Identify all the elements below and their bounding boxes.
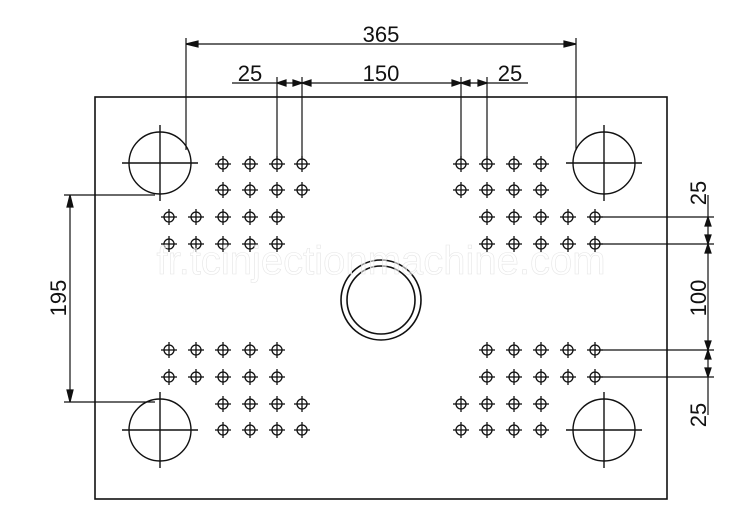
mounting-hole: [242, 422, 258, 438]
mounting-hole: [161, 369, 177, 385]
mounting-hole: [453, 422, 469, 438]
mounting-hole: [533, 209, 549, 225]
mounting-hole: [188, 369, 204, 385]
mounting-hole: [269, 422, 285, 438]
mounting-hole: [560, 209, 576, 225]
mounting-hole: [269, 396, 285, 412]
mounting-hole: [161, 209, 177, 225]
mounting-hole: [242, 209, 258, 225]
tie-bar-hole-bottom-right: [566, 392, 642, 468]
mounting-hole: [506, 236, 522, 252]
tie-bar-hole-top-right: [566, 125, 642, 201]
mounting-hole: [188, 342, 204, 358]
mounting-hole: [242, 396, 258, 412]
mounting-hole: [533, 156, 549, 172]
dim-top-overall: 365: [363, 22, 400, 47]
mounting-hole: [242, 182, 258, 198]
mounting-hole: [453, 182, 469, 198]
mounting-hole: [560, 342, 576, 358]
dim-right-center: 100: [686, 280, 711, 317]
mounting-hole: [161, 342, 177, 358]
platen-outline: [94, 96, 668, 500]
mounting-hole-grid: [161, 156, 603, 438]
mounting-hole: [533, 369, 549, 385]
mounting-hole: [533, 396, 549, 412]
dim-top-right-pitch: 25: [498, 61, 522, 86]
mounting-hole: [479, 182, 495, 198]
mounting-hole: [506, 396, 522, 412]
mounting-hole: [533, 422, 549, 438]
mounting-hole: [188, 236, 204, 252]
mounting-hole: [479, 369, 495, 385]
mounting-hole: [215, 209, 231, 225]
dim-left-vertical: 195: [46, 280, 71, 317]
mounting-hole: [215, 236, 231, 252]
mounting-hole: [533, 182, 549, 198]
dim-right-bottom-pitch: 25: [686, 403, 711, 427]
mounting-hole: [533, 342, 549, 358]
mounting-hole: [215, 369, 231, 385]
mounting-hole: [188, 209, 204, 225]
center-locating-ring: [340, 259, 422, 341]
mounting-hole: [242, 236, 258, 252]
mounting-hole: [479, 209, 495, 225]
mounting-hole: [215, 422, 231, 438]
mounting-hole: [161, 236, 177, 252]
tie-bar-hole-top-left: [122, 125, 198, 201]
dim-right-top-pitch: 25: [686, 181, 711, 205]
mounting-hole: [269, 182, 285, 198]
mounting-hole: [242, 342, 258, 358]
mounting-hole: [506, 422, 522, 438]
tie-bar-holes: [122, 125, 642, 468]
mounting-hole: [560, 236, 576, 252]
mounting-hole: [215, 182, 231, 198]
dimension-lines: [64, 38, 714, 415]
mounting-hole: [294, 422, 310, 438]
mounting-hole: [294, 396, 310, 412]
mounting-hole: [294, 182, 310, 198]
mounting-hole: [453, 396, 469, 412]
mounting-hole: [479, 396, 495, 412]
mounting-hole: [242, 156, 258, 172]
dim-top-center: 150: [363, 61, 400, 86]
mounting-hole: [215, 342, 231, 358]
mounting-hole: [506, 369, 522, 385]
tie-bar-hole-bottom-left: [122, 392, 198, 468]
mounting-hole: [269, 369, 285, 385]
mounting-hole: [479, 236, 495, 252]
mounting-hole: [506, 342, 522, 358]
mounting-hole: [506, 156, 522, 172]
mounting-hole: [479, 422, 495, 438]
mounting-hole: [506, 209, 522, 225]
mounting-hole: [215, 156, 231, 172]
mounting-hole: [269, 342, 285, 358]
watermark: fr.tcinjectionmachine.com: [156, 239, 605, 283]
mounting-hole: [269, 209, 285, 225]
mounting-hole: [215, 396, 231, 412]
dim-top-left-pitch: 25: [238, 61, 262, 86]
mounting-hole: [533, 236, 549, 252]
mounting-hole: [506, 182, 522, 198]
mounting-hole: [242, 369, 258, 385]
mounting-hole: [269, 236, 285, 252]
mounting-hole: [560, 369, 576, 385]
mounting-hole: [479, 342, 495, 358]
